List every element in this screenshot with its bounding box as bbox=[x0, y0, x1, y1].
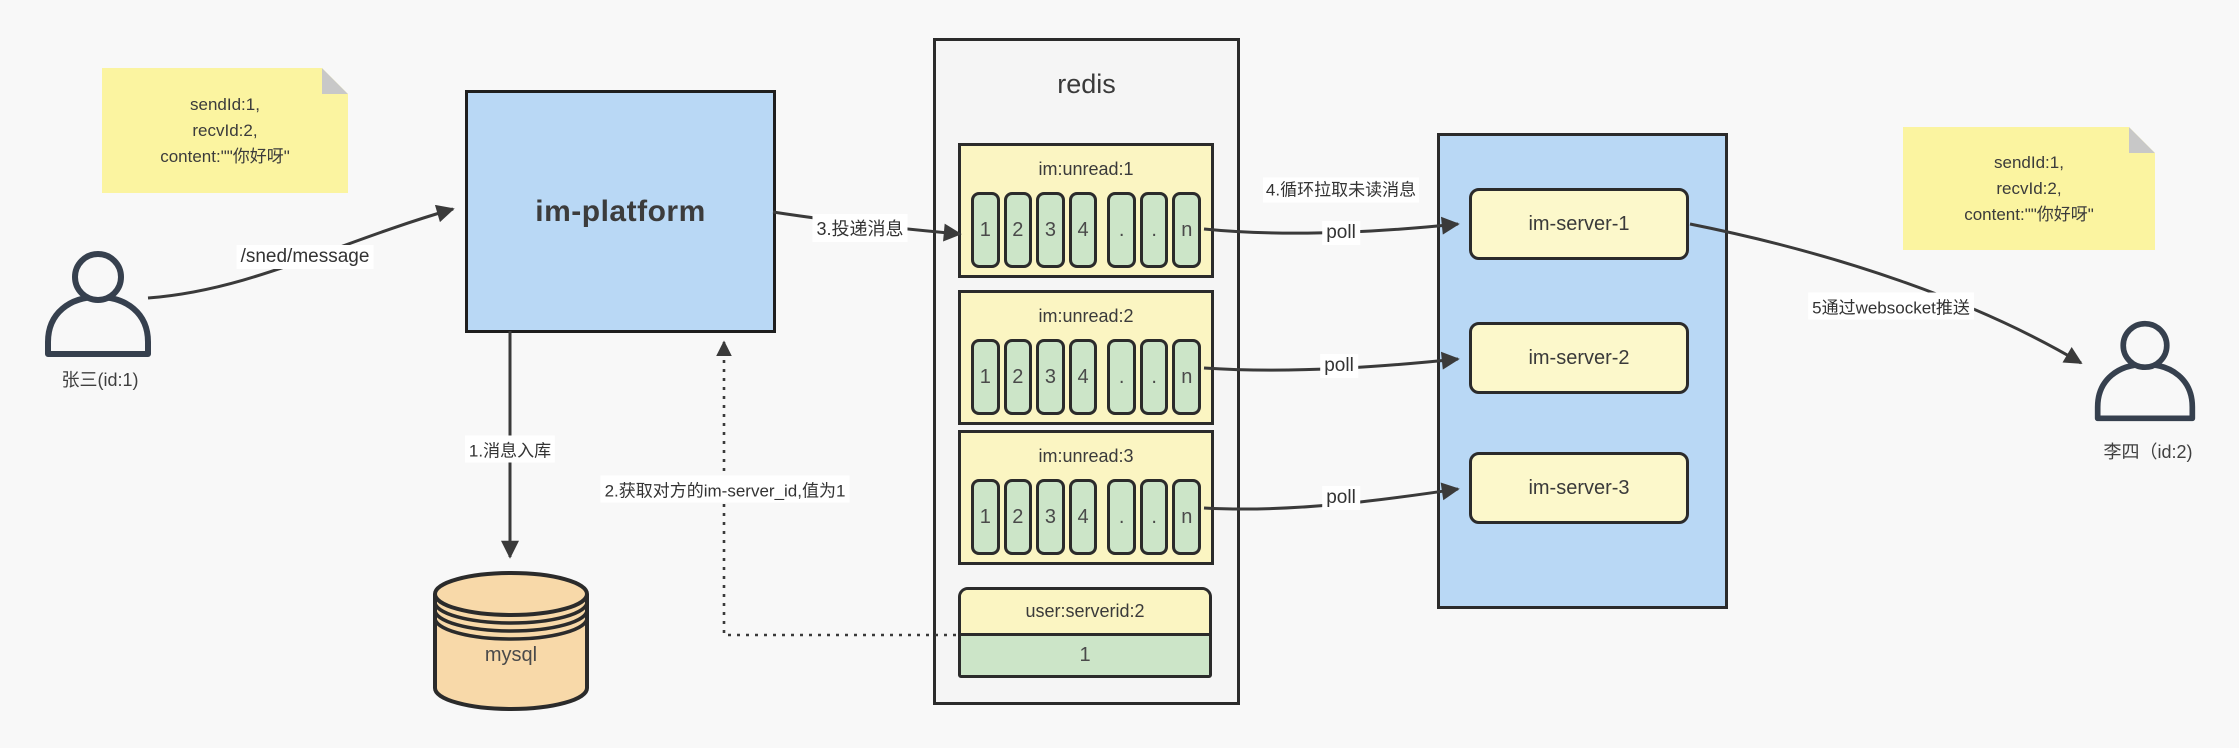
receiver-label: 李四（id:2) bbox=[2103, 442, 2193, 462]
queue-cell: 4 bbox=[1068, 192, 1098, 268]
queue-cell: 2 bbox=[1003, 339, 1033, 415]
redis-title: redis bbox=[1057, 69, 1116, 99]
note-line: recvId:2, bbox=[1996, 178, 2062, 198]
user-serverid-header: user:serverid:2 bbox=[961, 590, 1209, 636]
queue-cell: . bbox=[1139, 339, 1169, 415]
note-line: sendId:1, bbox=[190, 94, 260, 114]
queue-cell: . bbox=[1139, 192, 1169, 268]
im-platform-label: im-platform bbox=[535, 194, 706, 228]
sticky-note-right: sendId:1, recvId:2, content:""你好呀" bbox=[1903, 127, 2155, 250]
queue-cell: . bbox=[1107, 479, 1136, 555]
queue-header: im:unread:3 bbox=[1038, 445, 1134, 466]
queue-cell: . bbox=[1107, 339, 1136, 415]
im-server-2-box: im-server-2 bbox=[1469, 322, 1689, 394]
queue-cells: 1 2 3 4 . . n bbox=[971, 192, 1202, 268]
label-step3: 3.投递消息 bbox=[812, 214, 908, 242]
queue-cells: 1 2 3 4 . . n bbox=[971, 479, 1202, 555]
note-line: content:""你好呀" bbox=[160, 146, 290, 166]
label-poll-1: poll bbox=[1322, 221, 1360, 245]
queue-cell: 1 bbox=[971, 192, 1000, 268]
queue-cells: 1 2 3 4 . . n bbox=[971, 339, 1202, 415]
queue-group-unread-3: im:unread:3 1 2 3 4 . . n bbox=[958, 430, 1214, 565]
queue-cell: 4 bbox=[1068, 339, 1098, 415]
label-send-message: /sned/message bbox=[236, 245, 374, 269]
queue-cell: 3 bbox=[1036, 339, 1065, 415]
label-step4: 4.循环拉取未读消息 bbox=[1263, 177, 1419, 203]
queue-cell: 3 bbox=[1036, 192, 1065, 268]
im-server-group-container: im-server-1 im-server-2 im-server-3 bbox=[1437, 133, 1728, 609]
user-serverid-value: 1 bbox=[961, 636, 1209, 675]
note-text: sendId:1, recvId:2, content:""你好呀" bbox=[1964, 150, 2094, 228]
queue-cell: 2 bbox=[1003, 479, 1033, 555]
queue-header: im:unread:1 bbox=[1038, 158, 1134, 179]
queue-cell: 2 bbox=[1003, 192, 1033, 268]
note-fold-icon bbox=[322, 68, 348, 94]
queue-cell: n bbox=[1172, 479, 1202, 555]
label-step1: 1.消息入库 bbox=[464, 435, 556, 463]
label-step5: 5通过websocket推送 bbox=[1808, 292, 1974, 320]
sender-person-icon bbox=[45, 251, 151, 357]
im-server-2-label: im-server-2 bbox=[1528, 346, 1630, 369]
queue-cell: . bbox=[1107, 192, 1136, 268]
label-step2: 2.获取对方的im-server_id,值为1 bbox=[600, 475, 850, 503]
redis-container: redis im:unread:1 1 2 3 4 . . n im:unrea… bbox=[933, 38, 1240, 705]
note-fold-icon bbox=[2129, 127, 2155, 153]
receiver-person-icon bbox=[2094, 320, 2196, 422]
queue-cell: 3 bbox=[1036, 479, 1065, 555]
queue-cell: 1 bbox=[971, 339, 1000, 415]
label-poll-2: poll bbox=[1320, 354, 1358, 378]
queue-cell: . bbox=[1139, 479, 1169, 555]
note-line: recvId:2, bbox=[192, 120, 258, 140]
sender-label: 张三(id:1) bbox=[61, 370, 139, 390]
queue-cell: 4 bbox=[1068, 479, 1098, 555]
queue-group-unread-1: im:unread:1 1 2 3 4 . . n bbox=[958, 143, 1214, 278]
sticky-note-left: sendId:1, recvId:2, content:""你好呀" bbox=[102, 68, 348, 193]
queue-cell: n bbox=[1172, 339, 1202, 415]
queue-cell: 1 bbox=[971, 479, 1000, 555]
user-serverid-box: user:serverid:2 1 bbox=[958, 587, 1212, 678]
queue-cell: n bbox=[1172, 192, 1202, 268]
im-server-3-box: im-server-3 bbox=[1469, 452, 1689, 524]
label-poll-3: poll bbox=[1322, 486, 1360, 510]
queue-group-unread-2: im:unread:2 1 2 3 4 . . n bbox=[958, 290, 1214, 425]
im-server-1-label: im-server-1 bbox=[1528, 212, 1630, 235]
im-server-1-box: im-server-1 bbox=[1469, 188, 1689, 260]
mysql-cylinder-icon bbox=[433, 571, 589, 711]
im-server-3-label: im-server-3 bbox=[1528, 476, 1630, 499]
im-platform-box: im-platform bbox=[465, 90, 776, 333]
note-line: content:""你好呀" bbox=[1964, 204, 2094, 224]
note-text: sendId:1, recvId:2, content:""你好呀" bbox=[160, 92, 290, 170]
mysql-label: mysql bbox=[484, 644, 538, 666]
note-line: sendId:1, bbox=[1994, 152, 2064, 172]
queue-header: im:unread:2 bbox=[1038, 305, 1134, 326]
